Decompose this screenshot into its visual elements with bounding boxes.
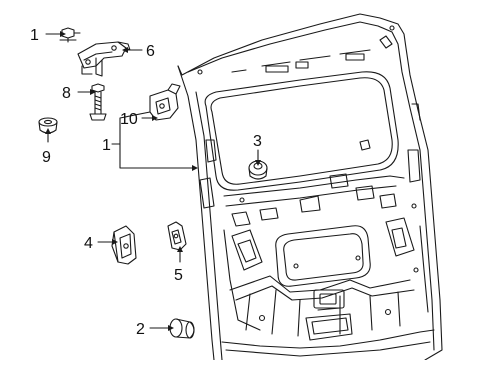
part-6-hinge bbox=[77, 41, 131, 77]
callout-7: 1 bbox=[30, 27, 39, 44]
callout-labels: 1 6 8 10 1 9 3 4 5 2 bbox=[30, 27, 262, 338]
leader-arrowheads bbox=[45, 31, 261, 331]
part-5-bracket bbox=[167, 221, 187, 251]
callout-2: 2 bbox=[136, 321, 145, 338]
callout-6: 6 bbox=[146, 43, 155, 60]
callout-9: 9 bbox=[42, 149, 51, 166]
leader-lines bbox=[45, 33, 259, 329]
liftgate-panel bbox=[177, 13, 443, 361]
callout-1: 1 bbox=[102, 137, 111, 154]
callout-4: 4 bbox=[84, 235, 93, 252]
callout-3: 3 bbox=[253, 133, 262, 150]
callout-8: 8 bbox=[62, 85, 71, 102]
callout-5: 5 bbox=[174, 267, 183, 284]
part-2-bumper bbox=[169, 318, 195, 339]
part-8-bolt bbox=[89, 83, 107, 121]
part-10-bracket bbox=[149, 83, 181, 121]
part-4-bracket bbox=[111, 225, 137, 265]
callout-10: 10 bbox=[120, 111, 138, 128]
